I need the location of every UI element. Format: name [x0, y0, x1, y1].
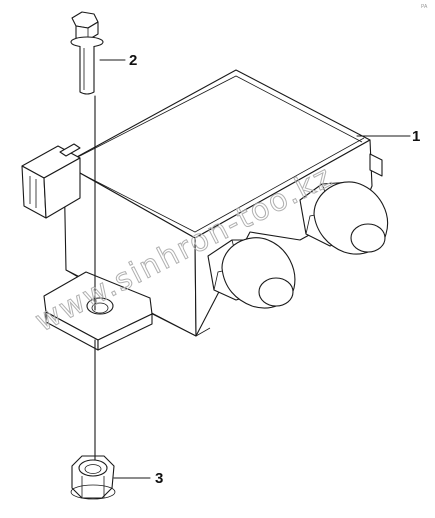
callout-number-1: 1	[412, 128, 420, 145]
flange-bolt	[70, 11, 104, 95]
callout-leaders	[99, 59, 411, 479]
terminal-left	[207, 237, 296, 309]
mounting-bracket	[43, 271, 153, 351]
callout-number-3: 3	[155, 470, 163, 487]
corner-mark: PA	[421, 4, 428, 10]
side-tab	[369, 153, 383, 177]
flange-nut	[70, 455, 116, 500]
callout-number-2: 2	[129, 52, 137, 69]
connector-plug	[21, 143, 81, 219]
terminal-right	[299, 181, 388, 255]
